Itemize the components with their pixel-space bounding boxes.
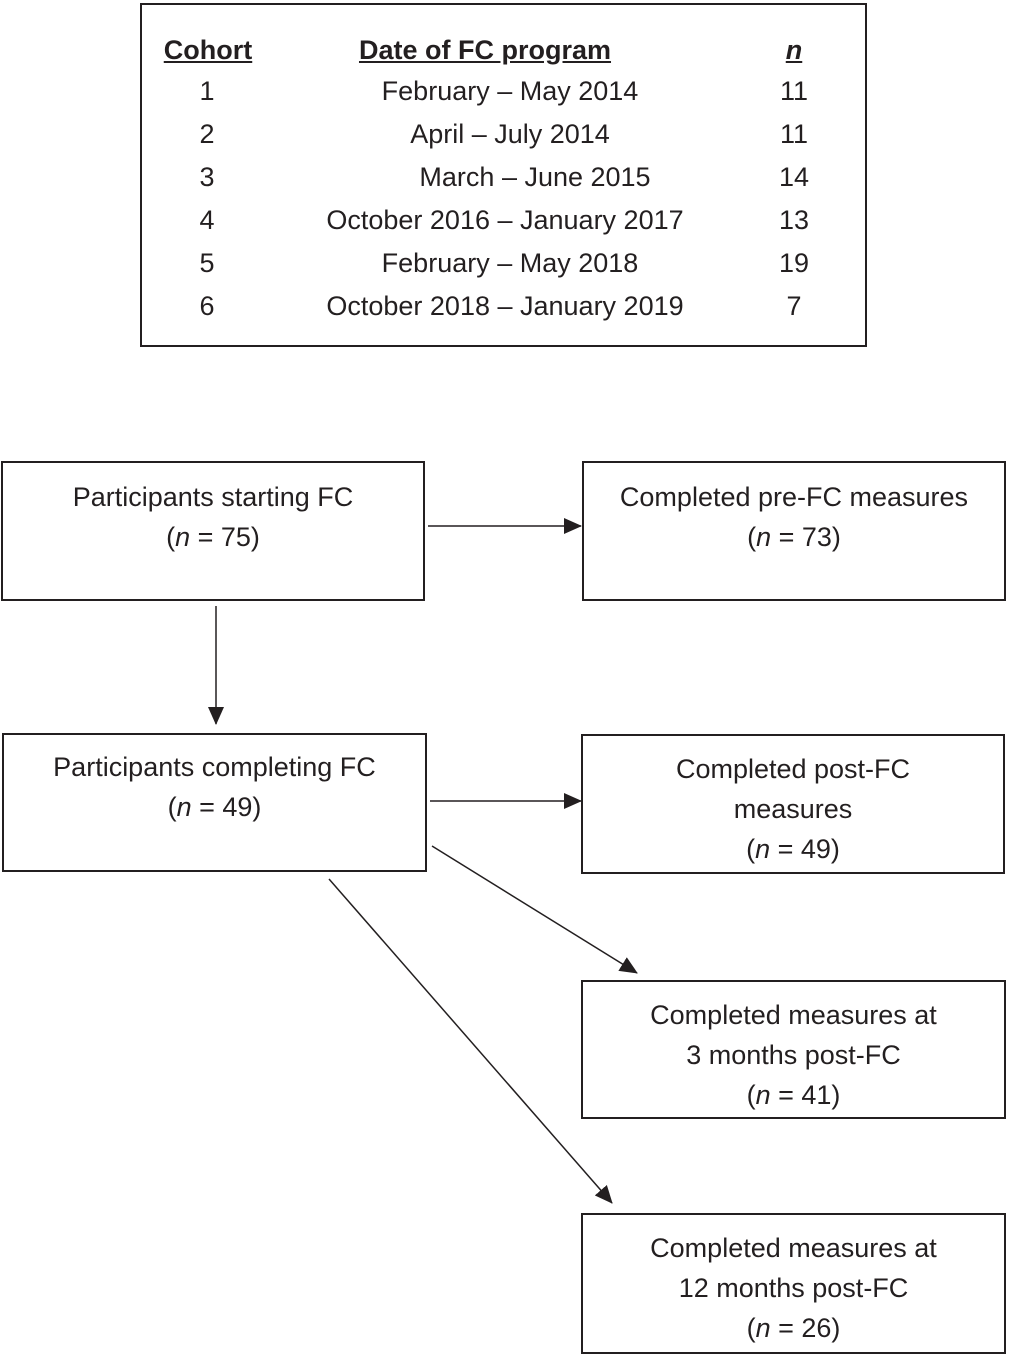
cell-date: March – June 2015 — [419, 162, 651, 192]
header-n: n — [785, 35, 803, 65]
box-count: (n = 73) — [747, 522, 841, 552]
box-label: Participants completing FC — [53, 752, 376, 782]
box-label: Participants starting FC — [72, 482, 354, 512]
box-post-fc-measures: Completed post-FC measures (n = 49) — [581, 734, 1005, 874]
box-label-line2: 3 months post-FC — [686, 1040, 901, 1070]
cell-n: 19 — [778, 248, 810, 278]
box-participants-completing: Participants completing FC (n = 49) — [2, 733, 427, 872]
cell-cohort: 3 — [199, 162, 215, 192]
box-label: Completed pre-FC measures — [619, 482, 969, 512]
cell-cohort: 5 — [199, 248, 215, 278]
box-label-line2: measures — [733, 794, 853, 824]
cell-date: October 2016 – January 2017 — [326, 205, 684, 235]
box-3-month-measures: Completed measures at 3 months post-FC (… — [581, 980, 1006, 1119]
box-label-line2: 12 months post-FC — [678, 1273, 909, 1303]
cell-cohort: 6 — [199, 291, 215, 321]
cell-date: February – May 2018 — [381, 248, 639, 278]
cell-n: 13 — [778, 205, 810, 235]
cell-cohort: 2 — [199, 119, 215, 149]
cell-n: 7 — [786, 291, 802, 321]
box-count: (n = 26) — [746, 1313, 841, 1343]
box-count: (n = 49) — [167, 792, 262, 822]
cohort-table: Cohort Date of FC program n 1 February –… — [140, 3, 867, 347]
cell-date: October 2018 – January 2019 — [326, 291, 684, 321]
cell-n: 14 — [778, 162, 810, 192]
box-pre-fc-measures: Completed pre-FC measures (n = 73) — [582, 461, 1006, 601]
cell-date: April – July 2014 — [410, 119, 610, 149]
cell-n: 11 — [779, 76, 809, 106]
cell-cohort: 1 — [199, 76, 215, 106]
box-count: (n = 49) — [746, 834, 840, 864]
header-cohort: Cohort — [163, 35, 253, 65]
box-participants-starting: Participants starting FC (n = 75) — [1, 461, 425, 601]
box-label-line1: Completed measures at — [650, 1000, 937, 1030]
box-label-line1: Completed measures at — [650, 1233, 937, 1263]
header-date: Date of FC program — [358, 35, 612, 65]
box-count: (n = 75) — [166, 522, 260, 552]
box-label-line1: Completed post-FC — [675, 754, 911, 784]
cell-n: 11 — [779, 119, 809, 149]
arrow-complete-to-12-month — [328, 878, 613, 1204]
box-12-month-measures: Completed measures at 12 months post-FC … — [581, 1213, 1006, 1354]
box-count: (n = 41) — [746, 1080, 841, 1110]
arrow-complete-to-3-month — [431, 845, 638, 974]
cell-cohort: 4 — [199, 205, 215, 235]
cell-date: February – May 2014 — [381, 76, 639, 106]
